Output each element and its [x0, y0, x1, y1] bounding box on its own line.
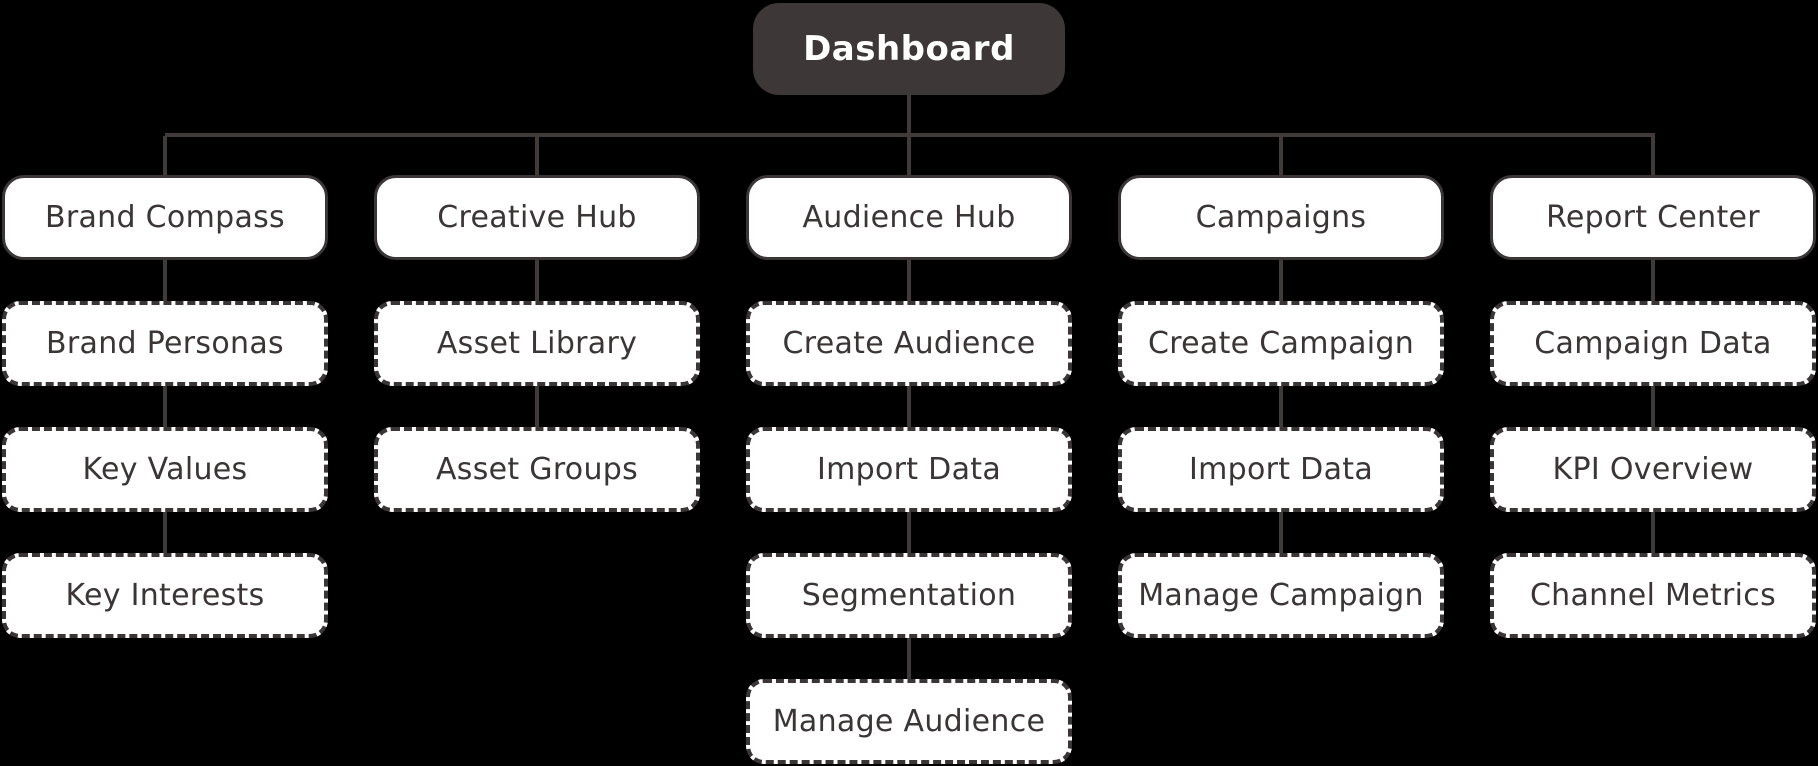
connector-vertical: [907, 260, 911, 301]
header-node: Creative Hub: [374, 175, 700, 260]
child-node: Asset Groups: [374, 427, 700, 512]
connector-vertical: [907, 638, 911, 679]
header-node: Brand Compass: [2, 175, 328, 260]
child-node: Channel Metrics: [1490, 553, 1816, 638]
root-node-dashboard: Dashboard: [753, 3, 1065, 95]
child-node: KPI Overview: [1490, 427, 1816, 512]
header-node: Campaigns: [1118, 175, 1444, 260]
connector-column-stub: [907, 136, 911, 175]
child-node: Key Values: [2, 427, 328, 512]
child-node: Asset Library: [374, 301, 700, 386]
connector-root-stub: [907, 95, 911, 136]
child-node: Import Data: [746, 427, 1072, 512]
connector-vertical: [535, 260, 539, 301]
connector-vertical: [535, 386, 539, 427]
header-node: Audience Hub: [746, 175, 1072, 260]
connector-vertical: [907, 512, 911, 553]
connector-vertical: [907, 386, 911, 427]
connector-column-stub: [1651, 136, 1655, 175]
connector-vertical: [1651, 512, 1655, 553]
child-node: Key Interests: [2, 553, 328, 638]
connector-vertical: [1279, 260, 1283, 301]
connector-column-stub: [1279, 136, 1283, 175]
connector-bus-line: [165, 133, 1655, 137]
connector-column-stub: [163, 136, 167, 175]
connector-vertical: [1651, 260, 1655, 301]
child-node: Brand Personas: [2, 301, 328, 386]
connector-column-stub: [535, 136, 539, 175]
child-node: Manage Audience: [746, 679, 1072, 764]
child-node: Import Data: [1118, 427, 1444, 512]
connector-vertical: [1651, 386, 1655, 427]
child-node: Create Campaign: [1118, 301, 1444, 386]
child-node: Campaign Data: [1490, 301, 1816, 386]
child-node: Segmentation: [746, 553, 1072, 638]
child-node: Manage Campaign: [1118, 553, 1444, 638]
child-node: Create Audience: [746, 301, 1072, 386]
header-node: Report Center: [1490, 175, 1816, 260]
connector-vertical: [163, 512, 167, 553]
connector-vertical: [1279, 386, 1283, 427]
connector-vertical: [163, 260, 167, 301]
connector-vertical: [1279, 512, 1283, 553]
connector-vertical: [163, 386, 167, 427]
